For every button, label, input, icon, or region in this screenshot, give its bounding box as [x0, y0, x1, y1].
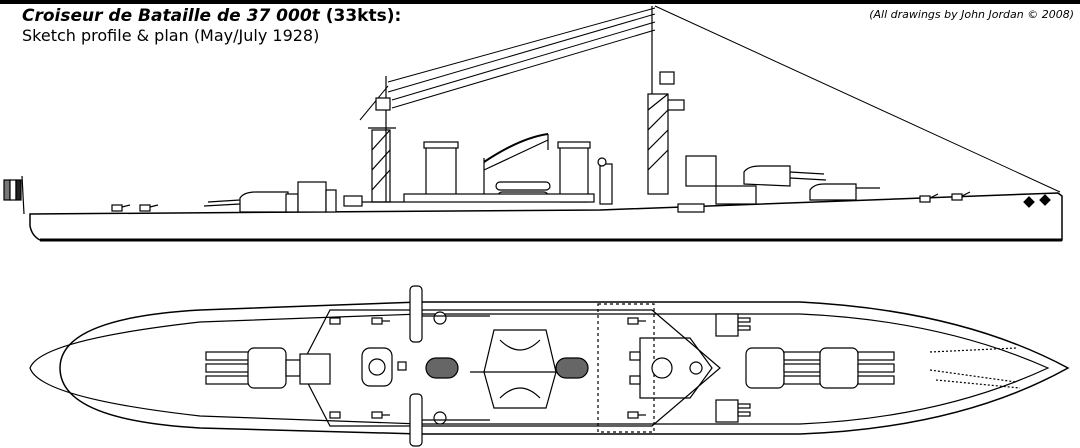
profile-view	[3, 5, 1063, 242]
anchor-chains	[929, 347, 1021, 389]
top-border	[0, 0, 1080, 4]
midships-superstructure	[403, 193, 595, 203]
ensign-flag-icon	[3, 175, 25, 215]
forward-turrets-plan	[745, 347, 895, 389]
drawing-title: Croiseur de Bataille de 37 000t (33kts):	[22, 6, 401, 26]
forward-wing-turrets	[715, 313, 751, 423]
aft-tower-plan	[361, 347, 407, 387]
title-main: Croiseur de Bataille de 37 000t	[22, 6, 320, 26]
plan-deck-edge	[29, 313, 1050, 425]
aft-main-turret	[203, 181, 337, 213]
funnel-tops-plan	[425, 357, 589, 379]
plan-view	[29, 285, 1070, 447]
aft-turret-plan	[205, 347, 331, 389]
title-speed: (33kts):	[325, 6, 402, 26]
forward-main-turrets	[715, 165, 880, 205]
forward-secondary-guns	[919, 191, 971, 203]
hull-fitting	[677, 203, 705, 213]
drawing-subtitle: Sketch profile & plan (May/July 1928)	[22, 26, 320, 45]
boat-crane	[483, 133, 549, 200]
boat-booms	[409, 285, 490, 447]
boats-plan	[470, 329, 557, 409]
funnels	[423, 141, 591, 203]
drawing-credit: (All drawings by John Jordan © 2008)	[869, 8, 1074, 21]
forward-tower-mast	[597, 6, 717, 205]
rigging-wires	[359, 5, 1061, 193]
aft-secondary-guns	[111, 204, 159, 212]
forward-tower-plan	[629, 337, 713, 399]
profile-hull	[29, 192, 1063, 241]
plan-secondary-guns	[329, 317, 646, 419]
central-deck-area	[299, 309, 721, 427]
aft-tower-mast	[343, 76, 404, 207]
anchor-icon	[1023, 194, 1051, 208]
